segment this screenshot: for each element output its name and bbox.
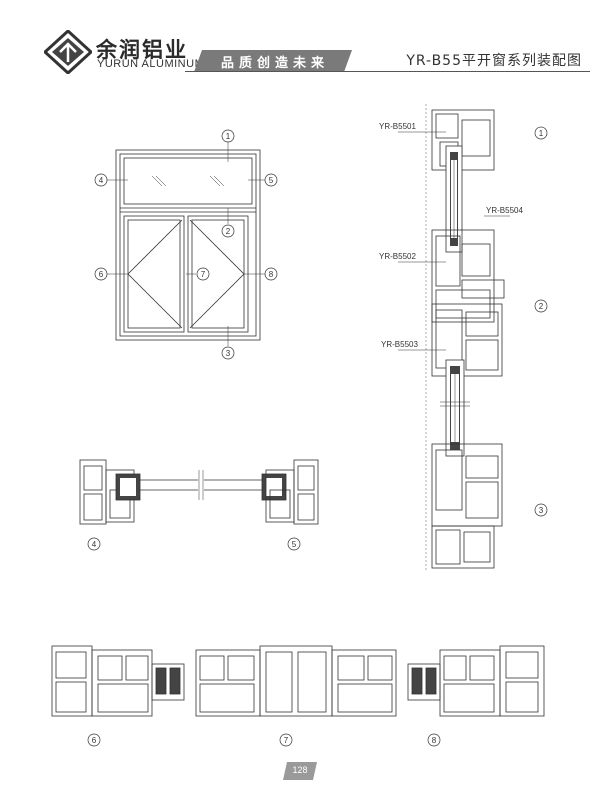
profile-label-b5502: YR-B5502 [379, 252, 416, 261]
page-header: 余润铝业 YURUN ALUMINUM 品质创造未来 YR-B55平开窗系列装配… [0, 0, 600, 80]
callout-4: 4 [99, 176, 104, 185]
profile-label-b5501: YR-B5501 [379, 122, 416, 131]
brand-logo-icon [44, 30, 92, 74]
page-number-badge: 128 [283, 762, 317, 780]
brand-name-en: YURUN ALUMINUM [97, 58, 205, 70]
vertical-callout-2: 2 [539, 302, 544, 311]
page-title: YR-B55平开窗系列装配图 [406, 53, 582, 69]
window-callouts [94, 129, 278, 360]
callout-6: 6 [99, 270, 104, 279]
slogan-text: 品质创造未来 [220, 56, 329, 71]
callout-7: 7 [201, 270, 206, 279]
callout-2: 2 [226, 227, 231, 236]
section-callouts-678 [87, 733, 441, 747]
callout-5: 5 [269, 176, 274, 185]
callout-1: 1 [226, 132, 231, 141]
section-callout-7: 7 [284, 736, 289, 745]
section-callout-5: 5 [292, 540, 297, 549]
header-rule [185, 71, 590, 72]
section-callout-8: 8 [432, 736, 437, 745]
vertical-callout-3: 3 [539, 506, 544, 515]
callout-8: 8 [269, 270, 274, 279]
vertical-section [398, 104, 510, 572]
profile-label-b5503: YR-B5503 [381, 340, 418, 349]
page-number: 128 [292, 765, 308, 775]
horizontal-section-bottom [51, 645, 545, 717]
section-callout-6: 6 [92, 736, 97, 745]
section-callouts-45 [87, 537, 301, 551]
vertical-callouts [534, 126, 548, 517]
brand-name-cn: 余润铝业 [96, 38, 188, 62]
horizontal-section-top [79, 459, 319, 525]
callout-3: 3 [226, 349, 231, 358]
section-callout-4: 4 [92, 540, 97, 549]
vertical-callout-1: 1 [539, 129, 544, 138]
window-elevation [106, 142, 266, 346]
profile-label-b5504: YR-B5504 [486, 206, 523, 215]
